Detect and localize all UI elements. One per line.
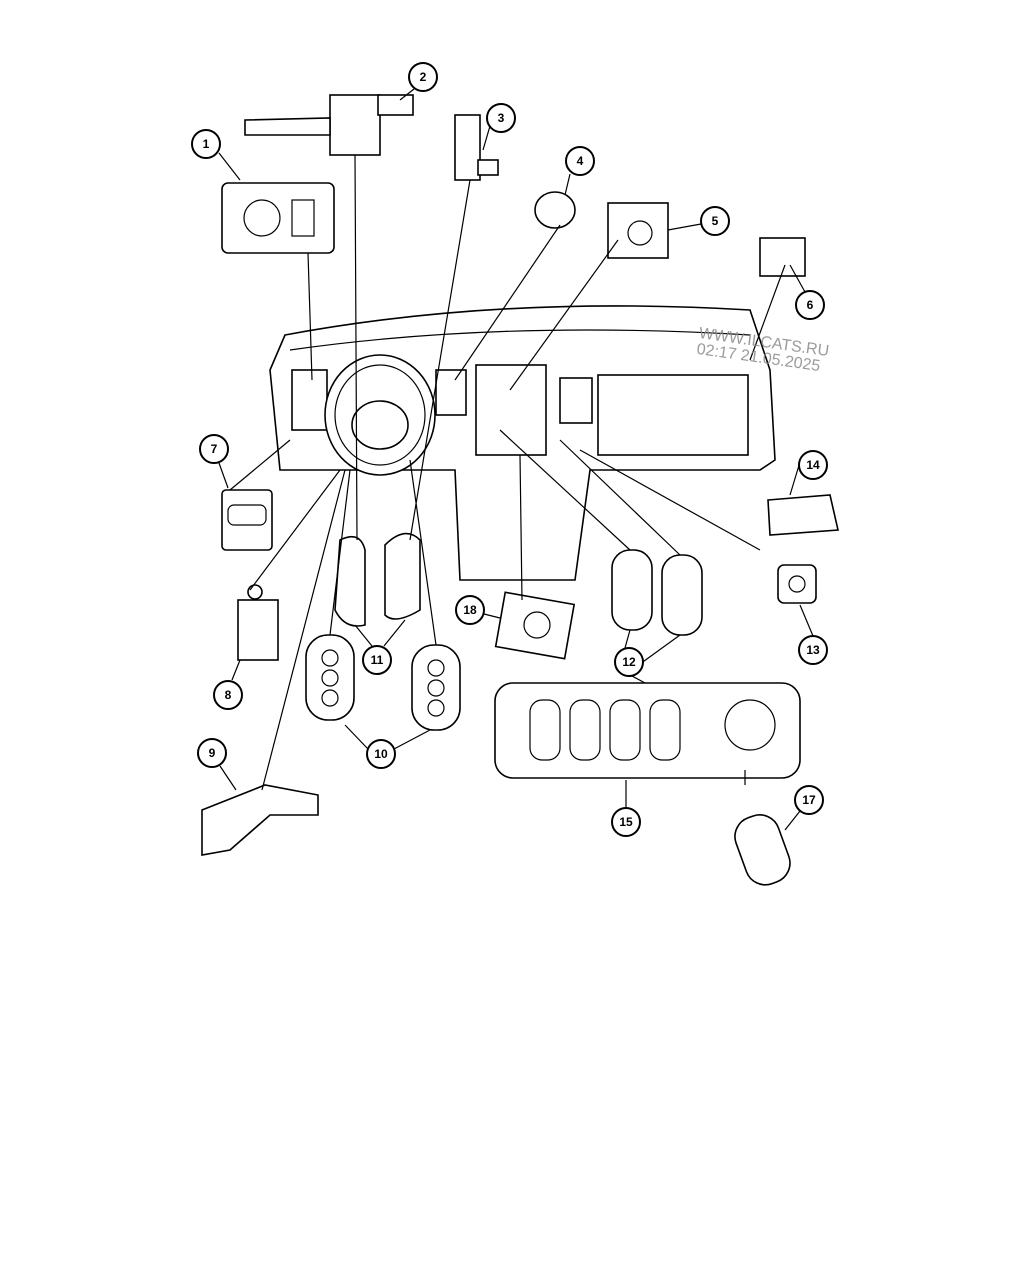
callout-4: 4 [565, 146, 595, 176]
callout-17: 17 [794, 785, 824, 815]
callout-5: 5 [700, 206, 730, 236]
callout-label: 13 [806, 643, 820, 657]
callout-label: 5 [712, 214, 719, 228]
callout-label: 14 [806, 458, 820, 472]
callout-13: 13 [798, 635, 828, 665]
callout-3: 3 [486, 103, 516, 133]
callout-label: 4 [577, 154, 584, 168]
switch-8 [237, 584, 279, 661]
leader-lines [218, 88, 814, 831]
callout-2: 2 [408, 62, 438, 92]
callout-12: 12 [614, 647, 644, 677]
callout-1: 1 [191, 129, 221, 159]
module-18 [494, 591, 576, 660]
callout-label: 3 [498, 111, 505, 125]
callout-8: 8 [213, 680, 243, 710]
callout-label: 2 [420, 70, 427, 84]
callout-label: 9 [209, 746, 216, 760]
switch-17 [734, 814, 791, 886]
callout-label: 17 [802, 793, 816, 807]
callout-6: 6 [795, 290, 825, 320]
callout-label: 6 [807, 298, 814, 312]
switch-13 [777, 564, 817, 604]
control-unit-5 [607, 202, 669, 259]
knob [534, 191, 576, 229]
switch-bezel-15 [494, 682, 801, 779]
callout-label: 11 [371, 653, 384, 667]
callout-label: 18 [463, 603, 477, 617]
headlamp-switch [221, 182, 335, 254]
callout-14: 14 [798, 450, 828, 480]
callout-10: 10 [366, 739, 396, 769]
callout-18: 18 [455, 595, 485, 625]
callout-label: 1 [203, 137, 210, 151]
callout-label: 12 [622, 655, 636, 669]
switch-6 [759, 237, 806, 277]
steering-wheel [324, 354, 436, 476]
callout-label: 7 [211, 442, 218, 456]
bracket-9 [201, 784, 319, 856]
callout-label: 8 [225, 688, 232, 702]
switch-pads-10 [305, 634, 461, 731]
callout-11: 11 [362, 645, 392, 675]
callout-15: 15 [611, 807, 641, 837]
callout-label: 15 [619, 815, 633, 829]
callout-label: 10 [374, 747, 388, 761]
switch-7 [221, 489, 273, 551]
callout-9: 9 [197, 738, 227, 768]
multifunction-switch [244, 94, 414, 156]
switches-12 [611, 549, 703, 636]
ignition-switch [454, 114, 499, 181]
switch-14 [767, 494, 839, 536]
steering-switches-11 [334, 532, 421, 627]
callout-7: 7 [199, 434, 229, 464]
